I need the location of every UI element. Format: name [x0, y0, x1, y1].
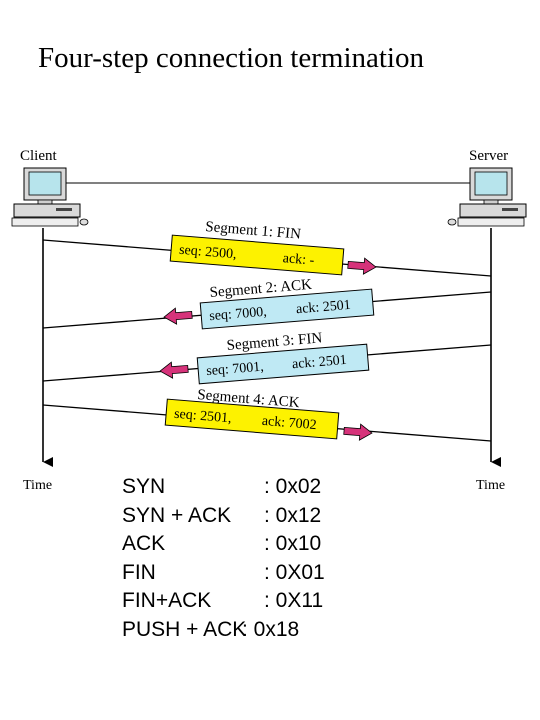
flag-value: : 0x02	[264, 475, 322, 498]
flag-value: : 0x12	[264, 503, 322, 527]
flag-value: : 0X11	[264, 589, 324, 613]
segment-2-arrow-icon	[163, 307, 193, 325]
segment-3-seq: seq: 7001,	[206, 360, 265, 380]
client-time-label: Time	[23, 478, 52, 493]
segment-2-seq: seq: 7000,	[209, 305, 268, 325]
flag-value: : 0x18	[242, 617, 300, 641]
flag-name: SYN	[122, 475, 166, 498]
server-computer-icon	[447, 167, 527, 227]
segment-1-label: Segment 1: FIN	[205, 219, 302, 243]
segment-3-ack: ack: 2501	[291, 353, 347, 372]
server-label: Server	[469, 148, 508, 164]
flag-value: : 0x10	[264, 532, 322, 556]
server-time-label: Time	[476, 478, 505, 493]
segment-4-ack: ack: 7002	[261, 414, 317, 433]
segment-4-box	[164, 398, 340, 440]
segment-4: Segment 4: ACK seq: 2501, ack: 7002	[164, 387, 373, 441]
flag-name: ACK	[122, 532, 166, 556]
segment-4-arrow-icon	[343, 423, 373, 441]
flag-value: : 0X01	[264, 560, 325, 584]
segment-3-label: Segment 3: FIN	[226, 330, 323, 354]
client-label: Client	[20, 148, 57, 164]
flag-name: FIN+ACK	[122, 589, 212, 613]
segment-3-box	[196, 343, 370, 385]
segment-2: Segment 2: ACK seq: 7000, ack: 2501	[163, 277, 375, 330]
segment-3: Segment 3: FIN seq: 7001, ack: 2501	[159, 330, 370, 385]
segment-1: Segment 1: FIN seq: 2500, ack: -	[169, 219, 377, 276]
segment-2-box	[199, 288, 375, 330]
segment-1-arrow-icon	[347, 257, 377, 275]
client-computer-icon	[11, 167, 89, 227]
segment-2-ack: ack: 2501	[295, 298, 351, 317]
flag-name: FIN	[122, 560, 156, 584]
segment-1-seq: seq: 2500,	[179, 243, 238, 263]
segment-4-seq: seq: 2501,	[174, 407, 233, 427]
segment-1-ack: ack: -	[282, 251, 315, 269]
page-title: Four-step connection termination	[38, 42, 424, 74]
segment-1-box	[169, 234, 345, 276]
segment-3-arrow-icon	[159, 361, 189, 379]
flag-name: PUSH + ACK	[122, 617, 247, 641]
flag-name: SYN + ACK	[122, 503, 232, 527]
